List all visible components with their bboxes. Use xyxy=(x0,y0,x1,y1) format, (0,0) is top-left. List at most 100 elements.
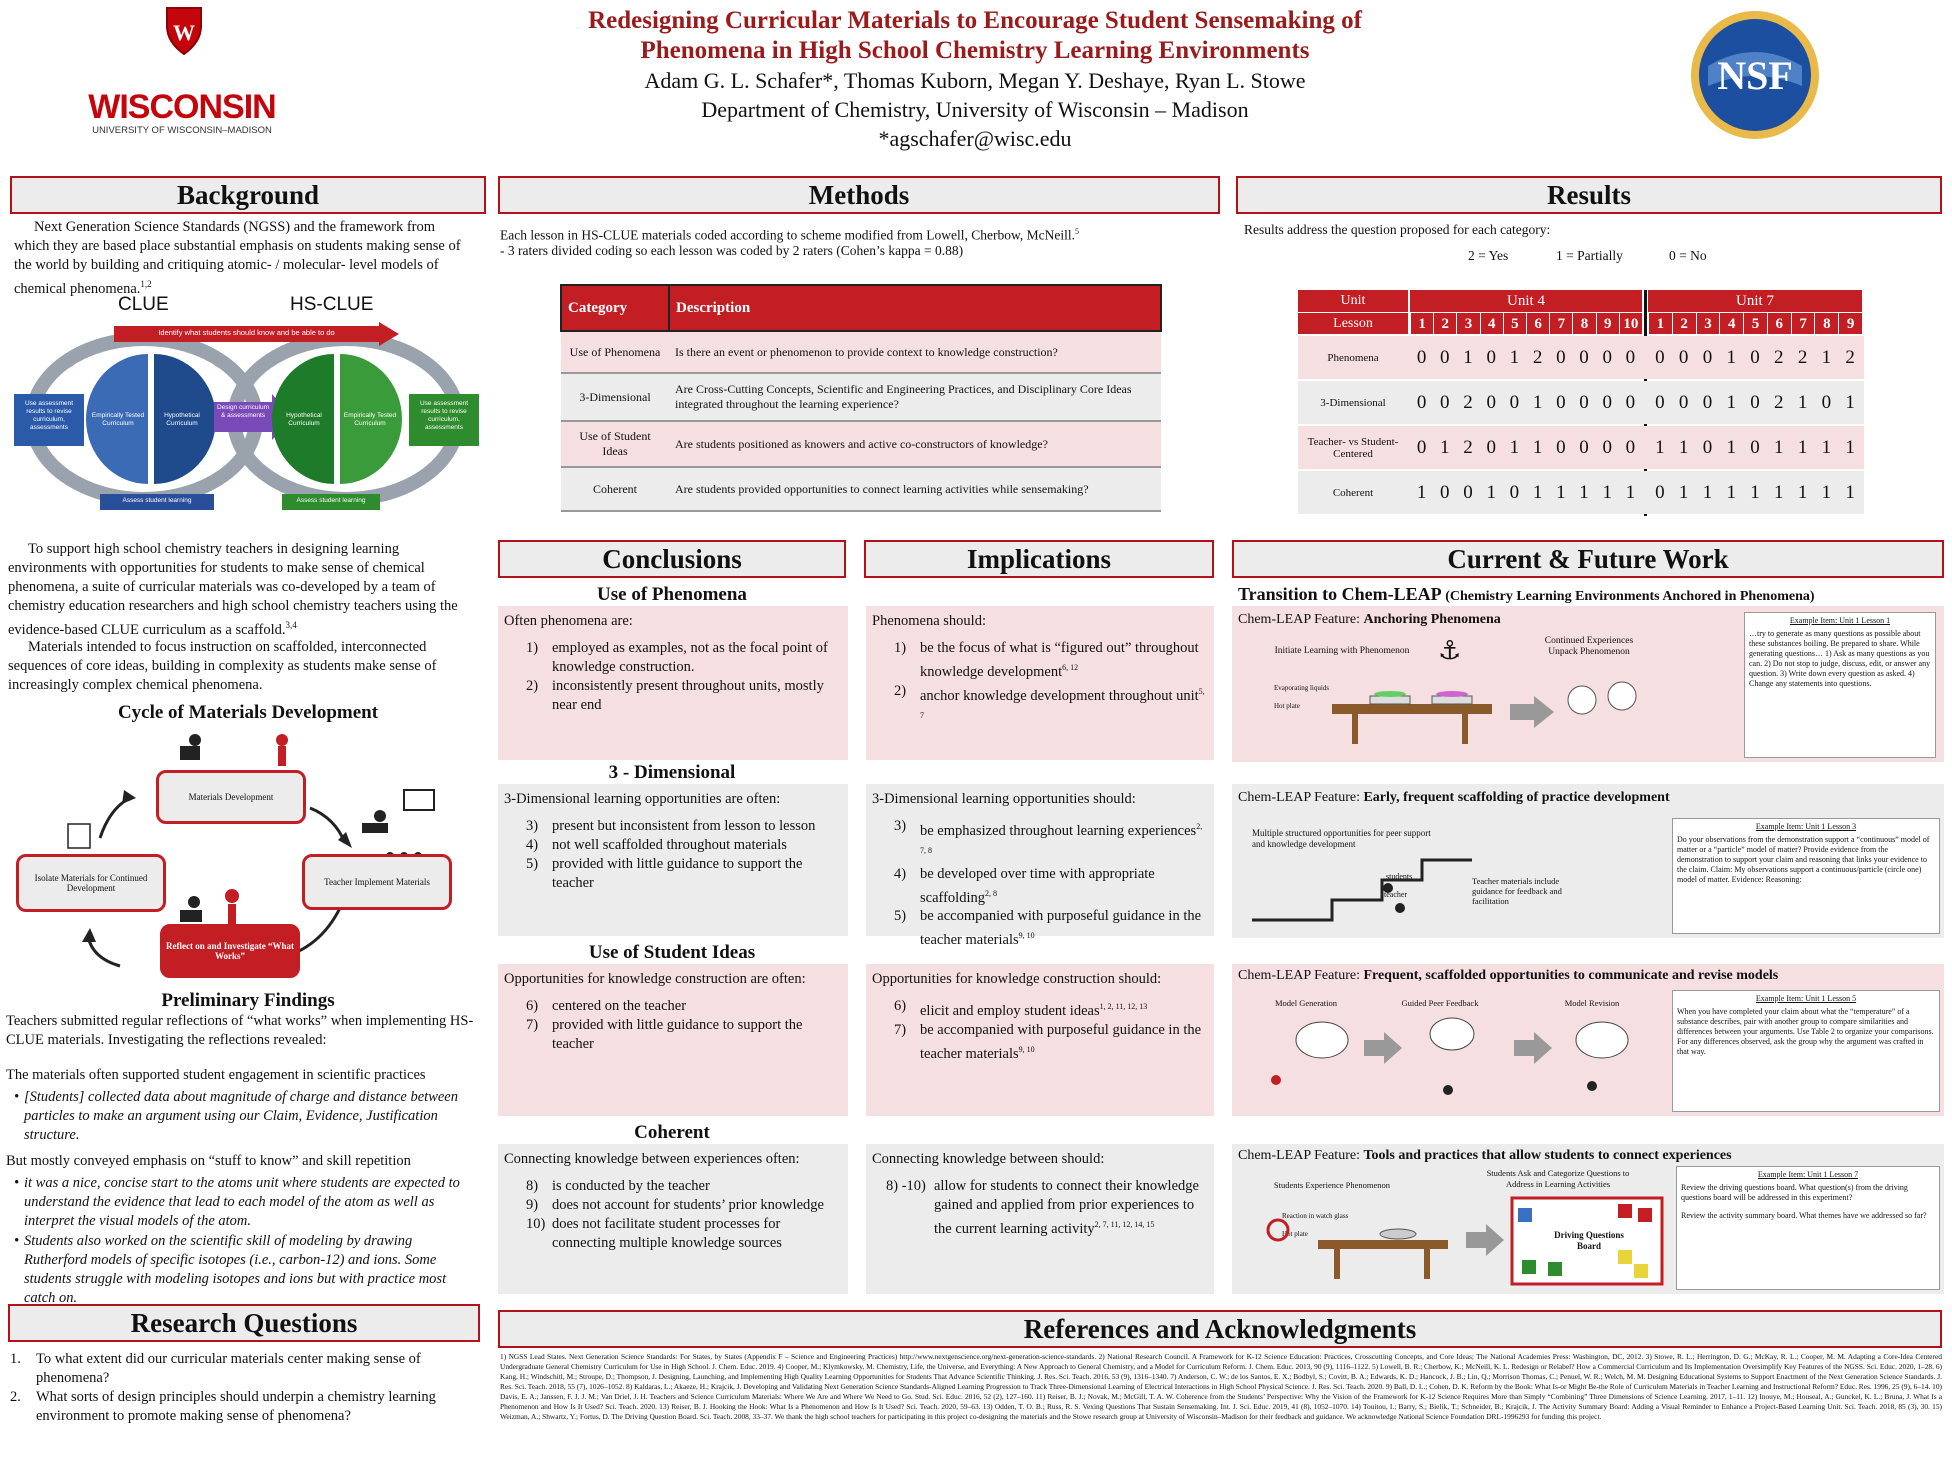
conclusions-box-4: Connecting knowledge between experiences… xyxy=(498,1144,848,1294)
conclusions-lead: Opportunities for knowledge construction… xyxy=(504,971,806,987)
uw-logo: W WISCONSIN UNIVERSITY OF WISCONSIN–MADI… xyxy=(82,6,282,136)
lesson-number: 3 xyxy=(1456,313,1479,334)
unit4-header: Unit 4 xyxy=(1410,290,1642,312)
implications-heading: Implications xyxy=(864,540,1214,578)
clue-label: CLUE xyxy=(118,294,169,315)
feature-3-title: Chem-LEAP Feature: Frequent, scaffolded … xyxy=(1238,968,1779,983)
lesson-number: 2 xyxy=(1433,313,1456,334)
conclusion-item: 1)employed as examples, not as the focal… xyxy=(526,640,828,675)
f2-label-teacher: teacher xyxy=(1384,890,1408,899)
cycle-node-materials-development: Materials Development xyxy=(156,770,306,824)
diagram-bottom-left: Assess student learning xyxy=(122,497,192,504)
col-description: Description xyxy=(668,284,1162,332)
feature-4-box: Chem-LEAP Feature: Tools and practices t… xyxy=(1232,1144,1944,1294)
anchor-icon: ⚓ xyxy=(1438,636,1462,666)
results-score-cell: 1 xyxy=(1797,437,1808,458)
implications-lead: Opportunities for knowledge construction… xyxy=(872,971,1162,987)
conclusions-lead: Often phenomena are: xyxy=(504,613,633,629)
lesson-number: 7 xyxy=(1549,313,1572,334)
results-score-cell: 1 xyxy=(1655,437,1665,458)
future-heading: Current & Future Work xyxy=(1232,540,1944,578)
diagram-c4: Empirically Tested Curriculum xyxy=(343,412,397,427)
f4-label-ask-questions: Students Ask and Categorize Questions to… xyxy=(1486,1168,1630,1189)
conclusion-item: 8)is conducted by the teacher xyxy=(526,1178,710,1194)
hs-clue-label: HS-CLUE xyxy=(290,294,374,315)
f3-example: Example Item: Unit 1 Lesson 5 When you h… xyxy=(1672,990,1940,1112)
prelim-quote-2: •it was a nice, concise start to the ato… xyxy=(14,1175,460,1229)
results-score-cell: 0 xyxy=(1750,392,1760,413)
svg-text:W: W xyxy=(173,20,195,45)
results-row-label: Coherent xyxy=(1332,486,1374,499)
f3-label-revision: Model Revision xyxy=(1564,998,1620,1008)
results-score-cell: 1 xyxy=(1532,482,1543,503)
results-score-cell: 0 xyxy=(1416,347,1427,368)
results-score-cell: 2 xyxy=(1774,347,1784,368)
results-score-cell: 1 xyxy=(1821,482,1832,503)
category-cell: Use of Student Ideas xyxy=(561,421,669,468)
cycle-title: Cycle of Materials Development xyxy=(117,702,379,723)
nsf-logo-text: NSF xyxy=(1717,53,1793,98)
results-score-cell: 1 xyxy=(1821,347,1832,368)
results-score-cell: 1 xyxy=(1556,482,1566,503)
description-cell: Are Cross-Cutting Concepts, Scientific a… xyxy=(669,373,1161,422)
implications-box-4: Connecting knowledge between should: 8) … xyxy=(866,1144,1214,1294)
results-score-cell: 0 xyxy=(1486,437,1496,458)
results-score-cell: 1 xyxy=(1532,437,1543,458)
f4-label-reaction: Reaction in watch glass xyxy=(1282,1212,1349,1220)
results-score-cell: 0 xyxy=(1556,437,1566,458)
category-row: Coherent Are students provided opportuni… xyxy=(561,467,1161,512)
results-score-cell: 1 xyxy=(1750,482,1760,503)
f3-model-illustration xyxy=(1271,1017,1629,1095)
conclusions-lead: Connecting knowledge between experiences… xyxy=(504,1151,800,1167)
f2-label-multiple: Multiple structured opportunities for pe… xyxy=(1252,828,1431,849)
f4-label-hotplate: Hot plate xyxy=(1282,1230,1308,1238)
f2-example: Example Item: Unit 1 Lesson 3 Do your ob… xyxy=(1672,818,1940,934)
results-row-label: 3-Dimensional xyxy=(1320,396,1386,409)
conclusion-item: 7)provided with little guidance to suppo… xyxy=(526,1017,803,1052)
results-score-cell: 2 xyxy=(1532,347,1543,368)
conclusions-lead: 3-Dimensional learning opportunities are… xyxy=(504,791,781,807)
results-score-cell: 1 xyxy=(1845,392,1855,413)
diagram-left-box: Use assessment results to revise curricu… xyxy=(24,400,74,431)
category-row: Use of Student Ideas Are students positi… xyxy=(561,421,1161,468)
f3-label-generation: Model Generation xyxy=(1274,998,1338,1008)
legend-partially: 1 = Partially xyxy=(1556,248,1623,263)
lesson-number: 10 xyxy=(1618,313,1642,334)
results-score-cell: 0 xyxy=(1440,347,1450,368)
f4-label-dqb: Driving Questions Board xyxy=(1554,1230,1624,1251)
results-score-cell: 2 xyxy=(1463,392,1473,413)
conclusions-s4-title: Coherent xyxy=(634,1122,710,1143)
description-cell: Is there an event or phenomenon to provi… xyxy=(669,331,1161,374)
email: *agschafer@wisc.edu xyxy=(878,126,1072,151)
results-score-cell: 0 xyxy=(1486,392,1496,413)
f3-label-peer-feedback: Guided Peer Feedback xyxy=(1401,998,1479,1008)
lesson-number: 1 xyxy=(1410,313,1433,334)
department: Department of Chemistry, University of W… xyxy=(701,97,1249,122)
methods-line-2: - 3 raters divided coding so each lesson… xyxy=(500,243,964,258)
category-row: 3-Dimensional Are Cross-Cutting Concepts… xyxy=(561,373,1161,422)
nsf-logo: NSF xyxy=(1688,8,1822,142)
background-p1: Next Generation Science Standards (NGSS)… xyxy=(14,219,461,297)
lesson-number: 9 xyxy=(1838,313,1862,334)
category-table: Category Description Use of Phenomena Is… xyxy=(560,284,1162,512)
results-score-cell: 1 xyxy=(1774,482,1784,503)
methods-heading: Methods xyxy=(498,176,1220,214)
results-score-cell: 0 xyxy=(1509,482,1520,503)
feature-2-title: Chem-LEAP Feature: Early, frequent scaff… xyxy=(1238,790,1670,805)
lesson-number: 4 xyxy=(1719,313,1743,334)
results-score-cell: 0 xyxy=(1655,347,1665,368)
results-score-cell: 0 xyxy=(1416,392,1427,413)
poster-title: Redesigning Curricular Materials to Enco… xyxy=(588,7,1362,64)
col-category: Category xyxy=(560,284,670,332)
results-score-cell: 0 xyxy=(1625,437,1636,458)
implication-item: 3)be emphasized throughout learning expe… xyxy=(894,818,1203,855)
results-score-cell: 1 xyxy=(1625,482,1636,503)
f4-example: Example Item: Unit 1 Lesson 7 Review the… xyxy=(1676,1166,1940,1290)
results-score-cell: 0 xyxy=(1579,437,1589,458)
results-score-cell: 1 xyxy=(1726,437,1736,458)
category-cell: Coherent xyxy=(561,467,669,512)
category-row: Use of Phenomena Is there an event or ph… xyxy=(561,331,1161,374)
conclusion-item: 10)does not facilitate student processes… xyxy=(526,1216,782,1251)
f2-label-guidance: Teacher materials include guidance for f… xyxy=(1472,876,1562,906)
lesson-number: 2 xyxy=(1671,313,1696,334)
